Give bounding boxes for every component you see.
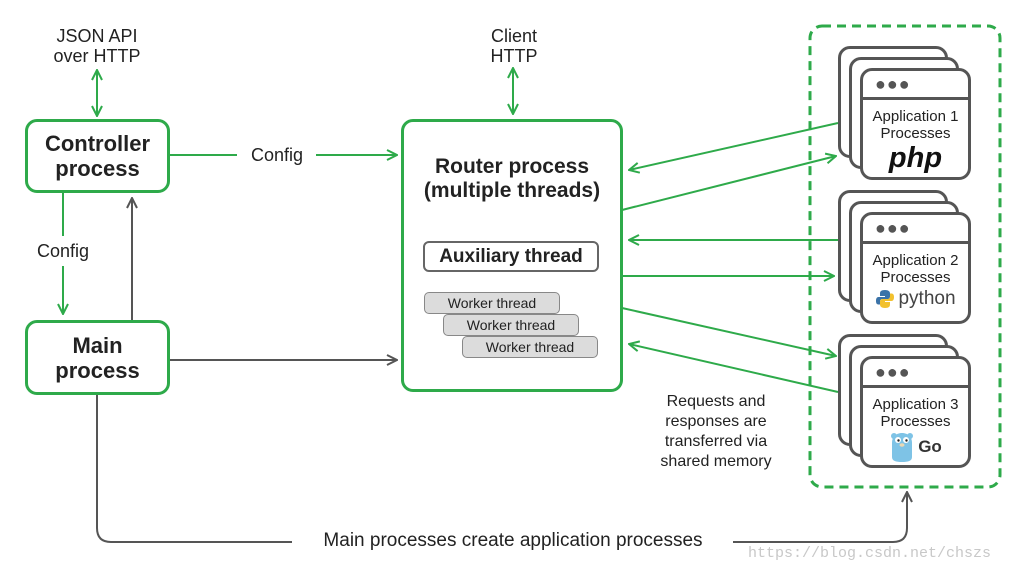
app1-subtitle: Processes xyxy=(880,125,951,142)
main-create-apps-right xyxy=(733,492,907,543)
app2-card[interactable]: ●●● Application 2 Processes python xyxy=(860,212,971,324)
controller-process-line2: process xyxy=(55,156,140,181)
app1-title: Application 1 xyxy=(872,108,959,125)
json-api-label-line1: JSON API xyxy=(56,26,138,46)
worker-thread-2: Worker thread xyxy=(443,314,579,336)
main-process-box[interactable]: Main process xyxy=(25,320,170,395)
shared-memory-note: Requests and responses are transferred v… xyxy=(640,392,792,472)
go-logo: Go xyxy=(863,431,968,463)
router-process-line1: Router process xyxy=(434,155,590,178)
json-api-label: JSON API over HTTP xyxy=(40,26,154,66)
window-dots-icon: ●●● xyxy=(875,218,911,238)
app1-to-router-arrow xyxy=(629,122,839,170)
shared-memory-line2: responses are xyxy=(665,413,767,430)
main-process-line2: process xyxy=(55,357,140,383)
config-horizontal-label: Config xyxy=(250,145,304,165)
app1-card[interactable]: ●●● Application 1 Processes php xyxy=(860,68,971,180)
app2-subtitle: Processes xyxy=(880,269,951,286)
worker-thread-1: Worker thread xyxy=(424,292,560,314)
app2-title: Application 2 xyxy=(872,252,959,269)
app3-card[interactable]: ●●● Application 3 Processes Go xyxy=(860,356,971,468)
client-http-label-line1: Client xyxy=(490,26,538,46)
router-process-title: Router process (multiple threads) xyxy=(424,155,600,203)
shared-memory-line1: Requests and xyxy=(666,393,766,410)
watermark-text: https://blog.csdn.net/chszs xyxy=(748,545,992,562)
app3-to-router-arrow xyxy=(629,344,839,393)
main-process-line1: Main xyxy=(72,332,123,358)
client-http-label: Client HTTP xyxy=(462,26,566,66)
gopher-icon xyxy=(891,433,914,462)
auxiliary-thread: Auxiliary thread xyxy=(423,241,599,272)
python-logo: python xyxy=(863,288,968,310)
worker-thread-3: Worker thread xyxy=(462,336,598,358)
client-http-label-line2: HTTP xyxy=(490,46,538,66)
window-dots-icon: ●●● xyxy=(875,362,911,382)
config-vertical-label: Config xyxy=(36,241,90,261)
controller-process-box[interactable]: Controller process xyxy=(25,119,170,193)
php-logo-icon: php xyxy=(888,142,943,174)
router-to-app1-arrow xyxy=(621,156,836,211)
controller-process-line1: Controller xyxy=(44,131,151,156)
python-snake-icon xyxy=(876,290,895,308)
shared-memory-line4: shared memory xyxy=(660,453,772,470)
app3-title: Application 3 xyxy=(872,396,959,413)
python-logo-text: python xyxy=(898,288,956,309)
router-process-line2: (multiple threads) xyxy=(423,179,601,202)
shared-memory-line3: transferred via xyxy=(664,433,768,450)
applications-container xyxy=(808,24,1002,489)
app3-subtitle: Processes xyxy=(880,413,951,430)
window-dots-icon: ●●● xyxy=(875,74,911,94)
go-logo-text: Go xyxy=(918,437,942,456)
bottom-note: Main processes create application proces… xyxy=(323,530,703,551)
main-create-apps-left xyxy=(96,395,292,543)
json-api-label-line2: over HTTP xyxy=(53,46,141,66)
router-to-app3-arrow xyxy=(621,307,836,356)
